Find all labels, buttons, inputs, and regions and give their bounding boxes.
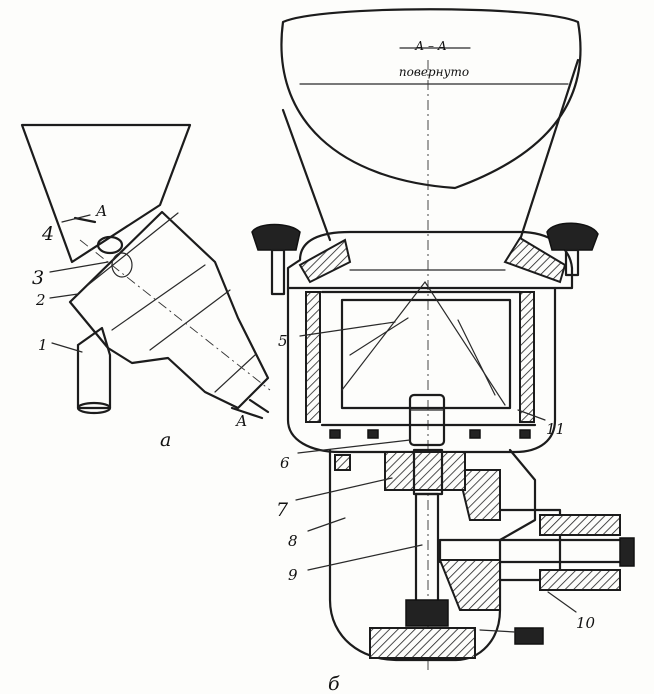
view-a-body [68, 210, 270, 410]
label-9: 9 [288, 566, 298, 584]
horizontal-shaft [438, 538, 632, 564]
section-title: А – А [414, 39, 447, 53]
right-knob [546, 222, 599, 251]
bottom-plug [369, 627, 476, 659]
top-cover [286, 230, 574, 290]
filter-screen [340, 298, 512, 410]
label-2: 2 [35, 291, 46, 309]
cut-mark-top: А [95, 202, 107, 220]
label-11: 11 [546, 420, 565, 438]
view-b [230, 8, 635, 672]
cut-mark-bottom: А [235, 412, 247, 430]
view-a-knob [96, 235, 124, 255]
label-10: 10 [576, 614, 596, 632]
drive-housing-bottom [539, 569, 621, 591]
lower-housing [328, 448, 537, 662]
view-b-caption: б [328, 673, 340, 694]
section-subtitle: повернуто [399, 65, 469, 79]
label-7: 7 [276, 499, 289, 521]
view-a [20, 123, 271, 415]
label-3: 3 [32, 267, 44, 289]
label-4: 4 [41, 223, 54, 245]
view-a-caption: а [160, 429, 171, 451]
gland [384, 451, 466, 491]
label-5: 5 [278, 332, 288, 350]
shaft-nut [408, 393, 446, 447]
view-a-outlet-tube [76, 326, 112, 410]
drive-housing-top [539, 514, 621, 536]
left-knob [251, 223, 301, 251]
label-1: 1 [38, 336, 48, 354]
label-8: 8 [288, 532, 298, 550]
section-a-a-bowl [280, 8, 582, 190]
view-a-funnel [20, 123, 192, 264]
bowl-housing [286, 286, 557, 454]
label-6: 6 [280, 454, 290, 472]
